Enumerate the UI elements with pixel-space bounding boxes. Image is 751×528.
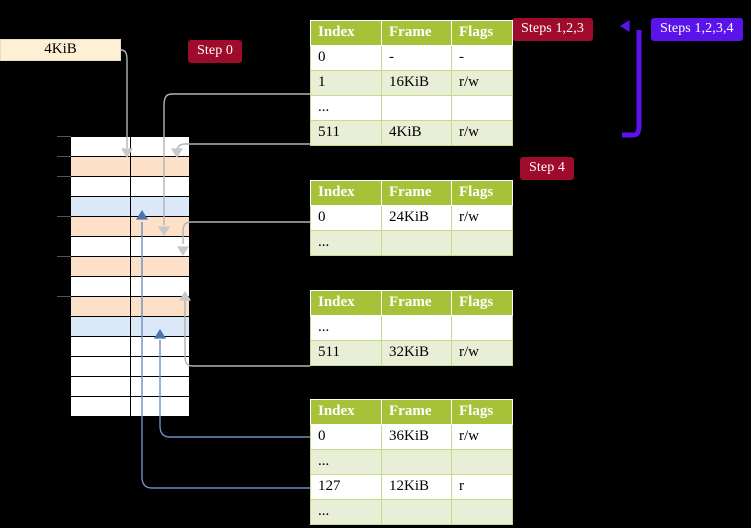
table-cell: -: [381, 45, 452, 71]
column-header-index: Index: [310, 290, 382, 316]
table-cell: 4KiB: [381, 120, 452, 146]
steps-123-badge: Steps 1,2,3: [512, 18, 593, 41]
table-cell: r/w: [451, 70, 513, 96]
column-header-index: Index: [310, 20, 382, 46]
memory-column-divider: [130, 136, 131, 416]
column-header-index: Index: [310, 399, 382, 425]
table-cell: 12KiB: [381, 474, 452, 500]
memory-tick-mark: [57, 256, 71, 257]
table-cell: 0: [310, 424, 382, 450]
table-cell: [381, 499, 452, 525]
steps-bracket: [622, 36, 642, 138]
bracket-arrow-left-icon: [620, 20, 630, 32]
connector-l1-row511-to-memory: [176, 143, 310, 156]
table-cell: -: [451, 45, 513, 71]
table-cell: 0: [310, 205, 382, 231]
table-cell: [381, 449, 452, 475]
table-row: ...: [310, 95, 513, 121]
column-header-index: Index: [310, 180, 382, 206]
steps-1234-badge: Steps 1,2,3,4: [651, 18, 743, 41]
table-cell: ...: [310, 95, 382, 121]
memory-tick-mark: [57, 296, 71, 297]
table-cell: [381, 315, 452, 341]
step-4-badge: Step 4: [520, 157, 574, 180]
connector-size-to-memory: [120, 49, 128, 148]
table-row: ...: [310, 449, 513, 475]
table-cell: ...: [310, 315, 382, 341]
table-cell: 24KiB: [381, 205, 452, 231]
table-cell: r/w: [451, 340, 513, 366]
table-cell: 511: [310, 120, 382, 146]
table-row: 0--: [310, 45, 513, 71]
table-cell: 1: [310, 70, 382, 96]
table-row: ...: [310, 230, 513, 256]
table-cell: [381, 95, 452, 121]
table-cell: 0: [310, 45, 382, 71]
column-header-frame: Frame: [381, 399, 452, 425]
table-cell: 511: [310, 340, 382, 366]
memory-tick-mark: [57, 156, 71, 157]
column-header-frame: Frame: [381, 290, 452, 316]
table-cell: r: [451, 474, 513, 500]
connector-l3-row511-to-memory: [184, 300, 310, 367]
table-row: ...: [310, 499, 513, 525]
table-cell: [451, 315, 513, 341]
column-header-flags: Flags: [451, 180, 513, 206]
table-cell: r/w: [451, 424, 513, 450]
table-cell: ...: [310, 449, 382, 475]
table-cell: [451, 230, 513, 256]
memory-tick-mark: [57, 216, 71, 217]
table-cell: [451, 499, 513, 525]
memory-tick-mark: [57, 136, 71, 137]
page-size-label: 4KiB: [44, 41, 77, 57]
table-cell: r/w: [451, 120, 513, 146]
table-cell: ...: [310, 230, 382, 256]
column-header-flags: Flags: [451, 290, 513, 316]
table-cell: 127: [310, 474, 382, 500]
column-header-frame: Frame: [381, 180, 452, 206]
table-cell: r/w: [451, 205, 513, 231]
memory-tick-mark: [57, 176, 71, 177]
connector-l2-row0-to-memory: [182, 221, 310, 244]
column-header-flags: Flags: [451, 20, 513, 46]
physical-memory-column: [70, 136, 190, 417]
step-0-badge: Step 0: [188, 40, 242, 63]
table-cell: [451, 449, 513, 475]
table-cell: ...: [310, 499, 382, 525]
table-cell: 36KiB: [381, 424, 452, 450]
table-cell: [381, 230, 452, 256]
column-header-frame: Frame: [381, 20, 452, 46]
table-cell: 16KiB: [381, 70, 452, 96]
page-size-box: 4KiB: [0, 39, 121, 61]
table-cell: 32KiB: [381, 340, 452, 366]
table-cell: [451, 95, 513, 121]
column-header-flags: Flags: [451, 399, 513, 425]
table-row: ...: [310, 315, 513, 341]
